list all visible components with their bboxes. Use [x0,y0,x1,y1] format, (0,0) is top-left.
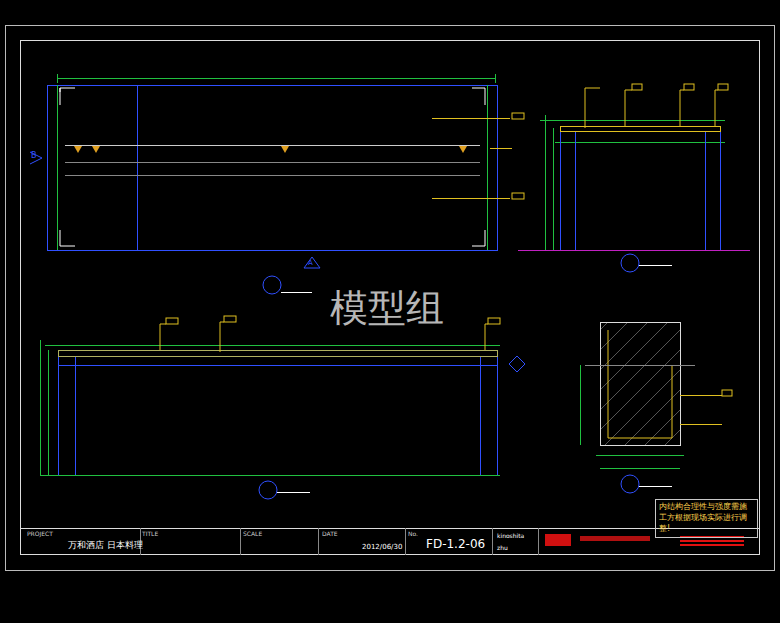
designer-name: zhu [497,545,508,552]
section-mark: B [31,152,37,161]
section-mark: A [308,260,313,268]
project-name: 万和酒店 日本料理 [68,541,143,551]
field-caption: PROJECT [27,531,53,538]
designer-name: kinoshita [497,533,524,540]
watermark: 模型组 [330,288,444,330]
field-caption: TITLE [142,531,158,538]
drawing-number: FD-1.2-06 [426,538,485,551]
note-box: 内结构合理性与强度需施工方根据现场实际进行调整! [655,499,758,538]
note-text: 内结构合理性与强度需施工方根据现场实际进行调整! [659,502,754,534]
date-value: 2012/06/30 [362,544,402,552]
field-caption: DATE [322,531,338,538]
field-caption: SCALE [243,531,262,538]
field-caption: No. [408,531,418,538]
